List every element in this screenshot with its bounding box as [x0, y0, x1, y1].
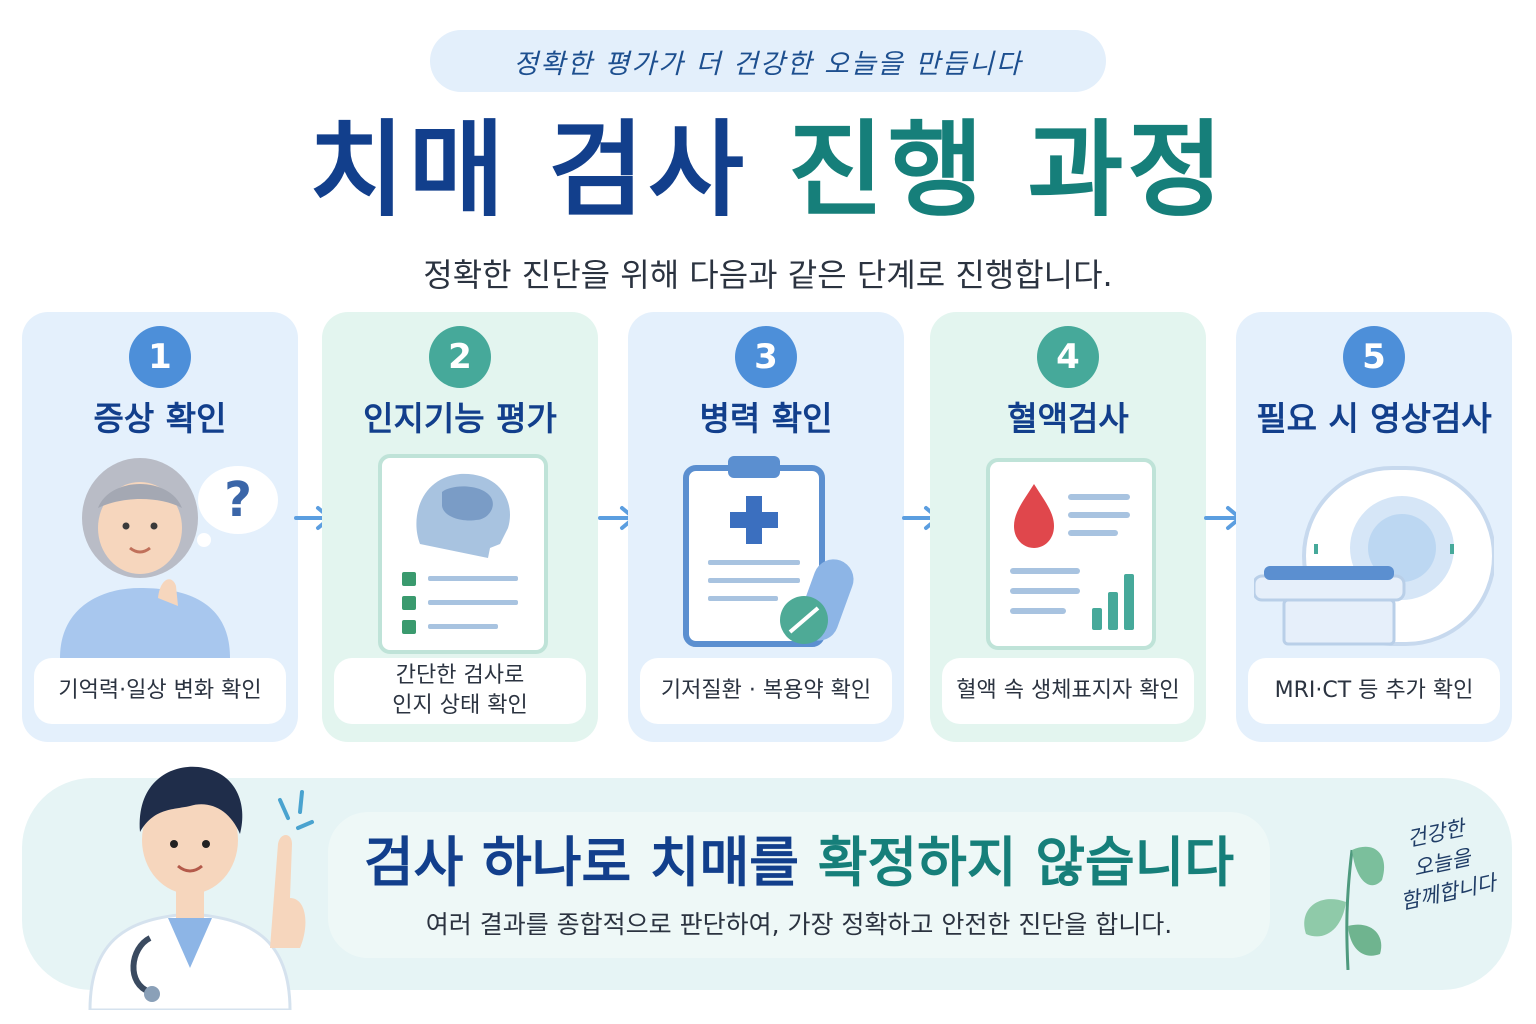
clipboard-medicine-icon — [683, 456, 854, 647]
page-title: 치매 검사 진행 과정 — [0, 105, 1536, 235]
bottom-title-part2: 확정하지 않습니다 — [817, 831, 1235, 894]
step-desc-text-2b: 인지 상태 확인 — [392, 693, 528, 718]
bottom-title-part1: 검사 하나로 치매를 — [363, 831, 799, 894]
step-desc-5: MRI·CT 등 추가 확인 — [1248, 658, 1500, 724]
step-card-3: 3 병력 확인 기저질환 · 복용약 확인 — [628, 312, 904, 742]
doctor-icon — [88, 766, 314, 1010]
page-subtitle: 정확한 진단을 위해 다음과 같은 단계로 진행합니다. — [423, 256, 1113, 294]
step-number-4: 4 — [1037, 326, 1099, 388]
step-card-1: 1 증상 확인 ? 기억력·일상 변화 확인 — [22, 312, 298, 742]
leaf-plant-icon — [1304, 846, 1385, 970]
step-desc-text-4: 혈액 속 생체표지자 확인 — [956, 678, 1180, 703]
title-part2: 진행 과정 — [788, 109, 1228, 231]
step-number-1: 1 — [129, 326, 191, 388]
step-desc-2: 간단한 검사로 인지 상태 확인 — [334, 658, 586, 724]
step-desc-text-2a: 간단한 검사로 — [395, 663, 525, 688]
step-number-3: 3 — [735, 326, 797, 388]
step-number-5: 5 — [1343, 326, 1405, 388]
bottom-subtitle: 여러 결과를 종합적으로 판단하여, 가장 정확하고 안전한 진단을 합니다. — [425, 910, 1173, 939]
step-title-3: 병력 확인 — [699, 399, 833, 438]
step-card-2: 2 인지기능 평가 간단한 검사로 인지 상태 확인 — [322, 312, 598, 742]
step-desc-text-3: 기저질환 · 복용약 확인 — [660, 678, 872, 703]
step-desc-text-1: 기억력·일상 변화 확인 — [58, 678, 262, 703]
step-title-4: 혈액검사 — [1007, 399, 1129, 438]
step-title-2: 인지기능 평가 — [363, 399, 557, 438]
step-card-5: 5 필요 시 영상검사 MRI·CT 등 추가 확인 — [1236, 312, 1512, 742]
step-desc-4: 혈액 속 생체표지자 확인 — [942, 658, 1194, 724]
step-card-4: 4 혈액검사 혈액 속 생체표지자 확인 — [930, 312, 1206, 742]
bottom-message-box — [328, 812, 1270, 958]
step-number-2: 2 — [429, 326, 491, 388]
bottom-title: 검사 하나로 치매를 확정하지 않습니다 — [328, 818, 1270, 897]
svg-text:?: ? — [224, 472, 252, 528]
step-title-1: 증상 확인 — [93, 399, 227, 438]
step-desc-text-5: MRI·CT 등 추가 확인 — [1274, 678, 1474, 703]
mri-scanner-icon — [1254, 466, 1494, 646]
tagline-pill: 정확한 평가가 더 건강한 오늘을 만듭니다 — [430, 30, 1106, 92]
step-desc-3: 기저질환 · 복용약 확인 — [640, 658, 892, 724]
elderly-thinking-icon: ? — [60, 458, 278, 658]
step-title-5: 필요 시 영상검사 — [1256, 399, 1492, 438]
step-desc-1: 기억력·일상 변화 확인 — [34, 658, 286, 724]
title-part1: 치매 검사 — [308, 109, 748, 231]
tagline-text: 정확한 평가가 더 건강한 오늘을 만듭니다 — [513, 48, 1023, 80]
brain-checklist-icon — [378, 454, 548, 654]
blood-test-report-icon — [986, 458, 1156, 650]
